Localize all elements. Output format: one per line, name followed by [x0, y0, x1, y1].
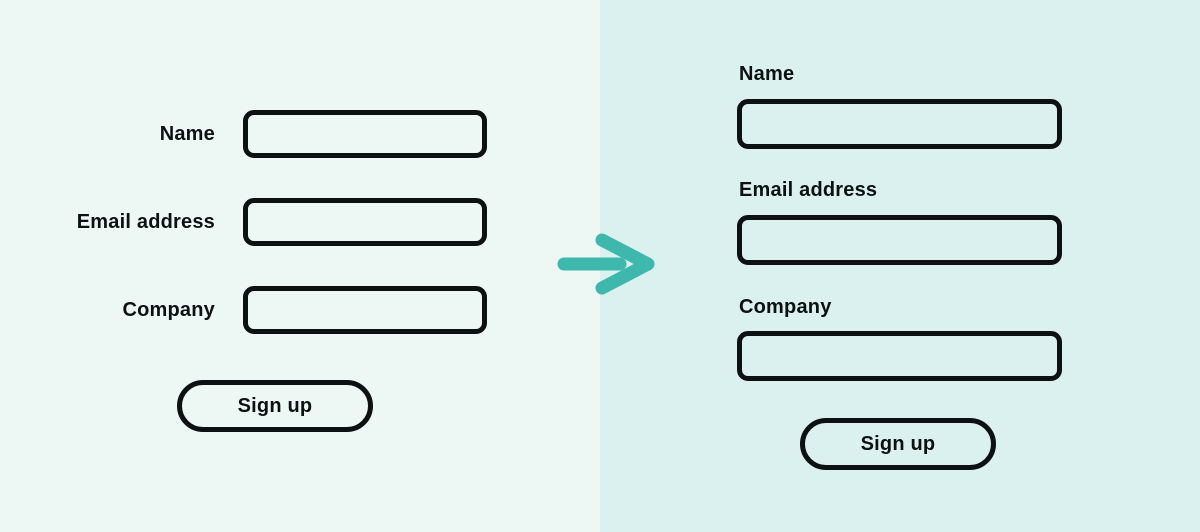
sign-up-button-label: Sign up [860, 432, 936, 455]
sign-up-button[interactable]: Sign up [177, 380, 373, 432]
name-input[interactable] [243, 110, 487, 158]
after-panel: Name Email address Company Sign up [600, 0, 1200, 532]
company-input[interactable] [243, 286, 487, 334]
company-label: Company [122, 299, 215, 321]
before-panel: Name Email address Company Sign up [76, 110, 487, 432]
email-label: Email address [739, 179, 878, 201]
name-label: Name [159, 123, 215, 145]
company-input[interactable] [737, 331, 1062, 381]
email-input[interactable] [737, 215, 1062, 265]
arrow-right-icon [557, 233, 655, 295]
email-label: Email address [76, 211, 215, 233]
name-label: Name [739, 63, 795, 85]
sign-up-button[interactable]: Sign up [800, 418, 996, 470]
email-input[interactable] [243, 198, 487, 246]
company-label: Company [739, 296, 832, 318]
name-input[interactable] [737, 99, 1062, 149]
sign-up-button-label: Sign up [237, 394, 313, 417]
